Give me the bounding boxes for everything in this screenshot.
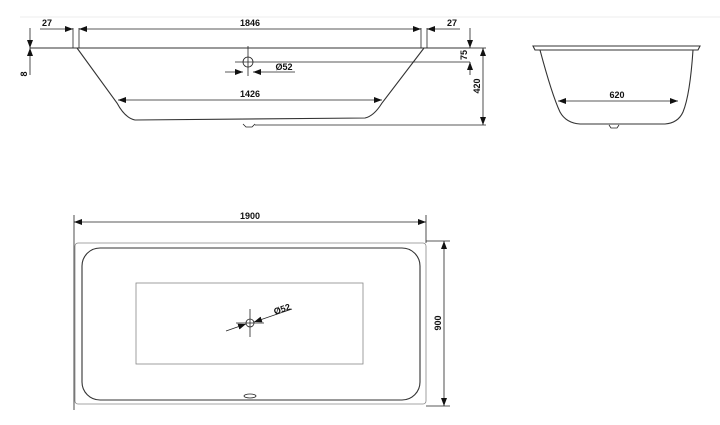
rim-thickness-dim: 8: [19, 71, 29, 76]
inner-basin: [81, 247, 421, 401]
bottom-flat-area: [135, 282, 364, 365]
drain-depth-dim: 75: [459, 50, 469, 60]
bottom-length-dim: 1426: [240, 89, 260, 99]
top-view: 1900 Ø52 900: [73, 211, 450, 410]
rim-right-dim: 27: [447, 18, 457, 28]
drain-diameter-dim: Ø52: [275, 62, 292, 72]
total-width-dim: 900: [433, 315, 443, 330]
side-view: 27 1846 27 8 Ø52 1426 75 420: [19, 18, 486, 128]
inner-length-dim: 1846: [240, 18, 260, 28]
total-length-dim: 1900: [240, 211, 260, 221]
outer-rim: [74, 242, 427, 405]
bottom-drain: [242, 123, 256, 128]
overflow: [243, 393, 257, 399]
tub-side-profile: [76, 47, 425, 121]
end-view: 620: [532, 45, 701, 129]
end-rim: [532, 45, 701, 51]
bottom-width-dim: 620: [609, 90, 624, 100]
tub-end-profile: [539, 49, 694, 125]
drain-diameter-dim-top: Ø52: [272, 302, 291, 317]
rim-left-dim: 27: [42, 18, 52, 28]
total-depth-dim: 420: [472, 78, 482, 93]
